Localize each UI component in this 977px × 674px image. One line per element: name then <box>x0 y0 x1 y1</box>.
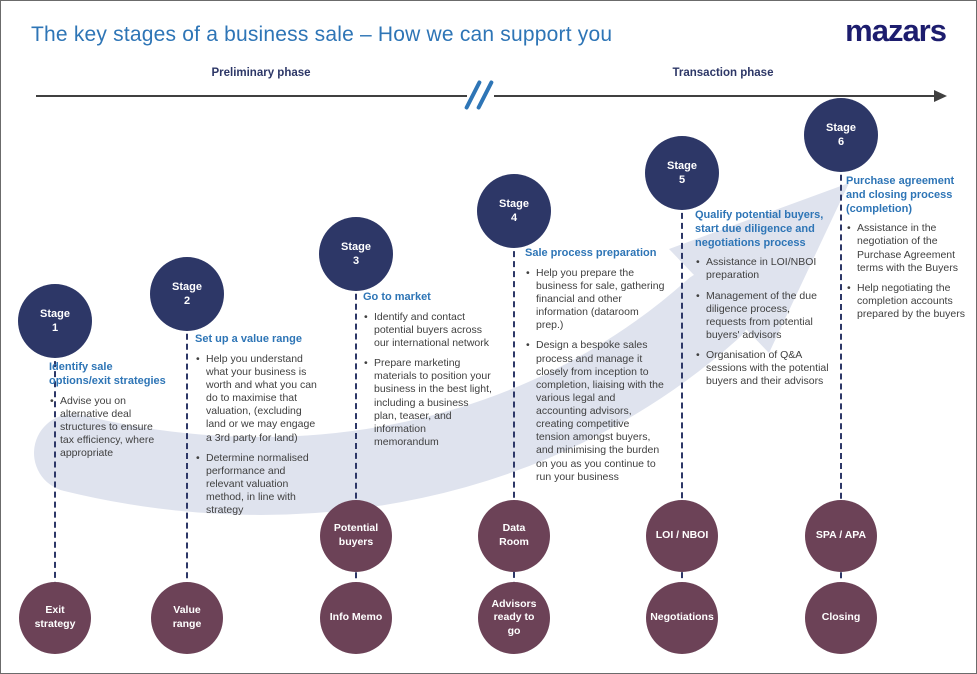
stage-4-heading: Sale process preparation <box>525 247 657 259</box>
page-title: The key stages of a business sale – How … <box>31 23 613 46</box>
stage-1-text: Identify sale options/exit strategies Ad… <box>49 361 167 467</box>
stage-number: 5 <box>678 174 686 186</box>
stage-label: Stage <box>667 159 697 172</box>
stage-2-bullets: Help you understand what your business i… <box>195 353 323 518</box>
stage-5-text: Qualify potential buyers, start due dili… <box>695 209 831 395</box>
milestone-exit-strategy: Exit strategy <box>19 582 91 654</box>
phase-label-preliminary: Preliminary phase <box>211 67 311 79</box>
stage-number: 6 <box>837 136 845 148</box>
stage-number: 1 <box>51 322 59 334</box>
stage-3-badge: Stage 3 <box>319 217 393 291</box>
stage-label: Stage <box>172 280 202 293</box>
connector-dashed-line <box>186 294 188 618</box>
stage-6-text: Purchase agreement and closing process (… <box>846 175 968 328</box>
stage-4-bullets: Help you prepare the business for sale, … <box>525 267 665 484</box>
stage-2-heading: Set up a value range <box>195 333 302 345</box>
connector-dashed-line <box>840 135 842 618</box>
stage-6-bullets: Assistance in the negotiation of the Pur… <box>846 222 968 321</box>
bullet-item: Help you understand what your business i… <box>195 353 323 445</box>
stage-number: 3 <box>352 255 360 267</box>
mazars-logo: mazars <box>845 13 947 48</box>
stage-6-badge: Stage 6 <box>804 98 878 172</box>
stage-1-heading: Identify sale options/exit strategies <box>49 361 166 387</box>
stage-number: 4 <box>510 212 518 224</box>
milestone-closing: Closing <box>805 582 877 654</box>
bullet-item: Management of the due diligence process,… <box>695 290 831 343</box>
bullet-item: Help you prepare the business for sale, … <box>525 267 665 333</box>
milestone-loi-nboi: LOI / NBOI <box>646 500 718 572</box>
stage-3-text: Go to market Identify and contact potent… <box>363 291 493 456</box>
milestone-value-range: Value range <box>151 582 223 654</box>
timeline-arrowhead-icon <box>934 90 947 102</box>
stage-label: Stage <box>499 197 529 210</box>
bullet-item: Design a bespoke sales process and manag… <box>525 339 665 483</box>
milestone-advisors-ready: Advisors ready to go <box>478 582 550 654</box>
stage-label: Stage <box>341 240 371 253</box>
milestone-potential-buyers: Potential buyers <box>320 500 392 572</box>
stage-number: 2 <box>183 295 191 307</box>
stage-5-bullets: Assistance in LOI/NBOI preparation Manag… <box>695 256 831 388</box>
milestone-negotiations: Negotiations <box>646 582 718 654</box>
stage-4-text: Sale process preparation Help you prepar… <box>525 247 665 491</box>
milestone-spa-apa: SPA / APA <box>805 500 877 572</box>
stage-5-heading: Qualify potential buyers, start due dili… <box>695 209 824 249</box>
bullet-item: Identify and contact potential buyers ac… <box>363 311 493 350</box>
stage-4-badge: Stage 4 <box>477 174 551 248</box>
milestone-info-memo: Info Memo <box>320 582 392 654</box>
bullet-item: Organisation of Q&A sessions with the po… <box>695 349 831 388</box>
stage-2-text: Set up a value range Help you understand… <box>195 333 323 524</box>
bullet-item: Assistance in the negotiation of the Pur… <box>846 222 968 275</box>
stage-1-bullets: Advise you on alternative deal structure… <box>49 395 167 461</box>
bullet-item: Advise you on alternative deal structure… <box>49 395 167 461</box>
stage-1-badge: Stage 1 <box>18 284 92 358</box>
milestone-data-room: Data Room <box>478 500 550 572</box>
bullet-item: Prepare marketing materials to position … <box>363 357 493 449</box>
stage-5-badge: Stage 5 <box>645 136 719 210</box>
stage-3-bullets: Identify and contact potential buyers ac… <box>363 311 493 449</box>
stage-label: Stage <box>40 307 70 320</box>
phase-label-transaction: Transaction phase <box>672 67 774 79</box>
stage-label: Stage <box>826 121 856 134</box>
stage-6-heading: Purchase agreement and closing process (… <box>846 175 955 215</box>
bullet-item: Determine normalised performance and rel… <box>195 452 323 518</box>
bullet-item: Help negotiating the completion accounts… <box>846 282 968 321</box>
stage-2-badge: Stage 2 <box>150 257 224 331</box>
stage-3-heading: Go to market <box>363 291 431 303</box>
bullet-item: Assistance in LOI/NBOI preparation <box>695 256 831 282</box>
